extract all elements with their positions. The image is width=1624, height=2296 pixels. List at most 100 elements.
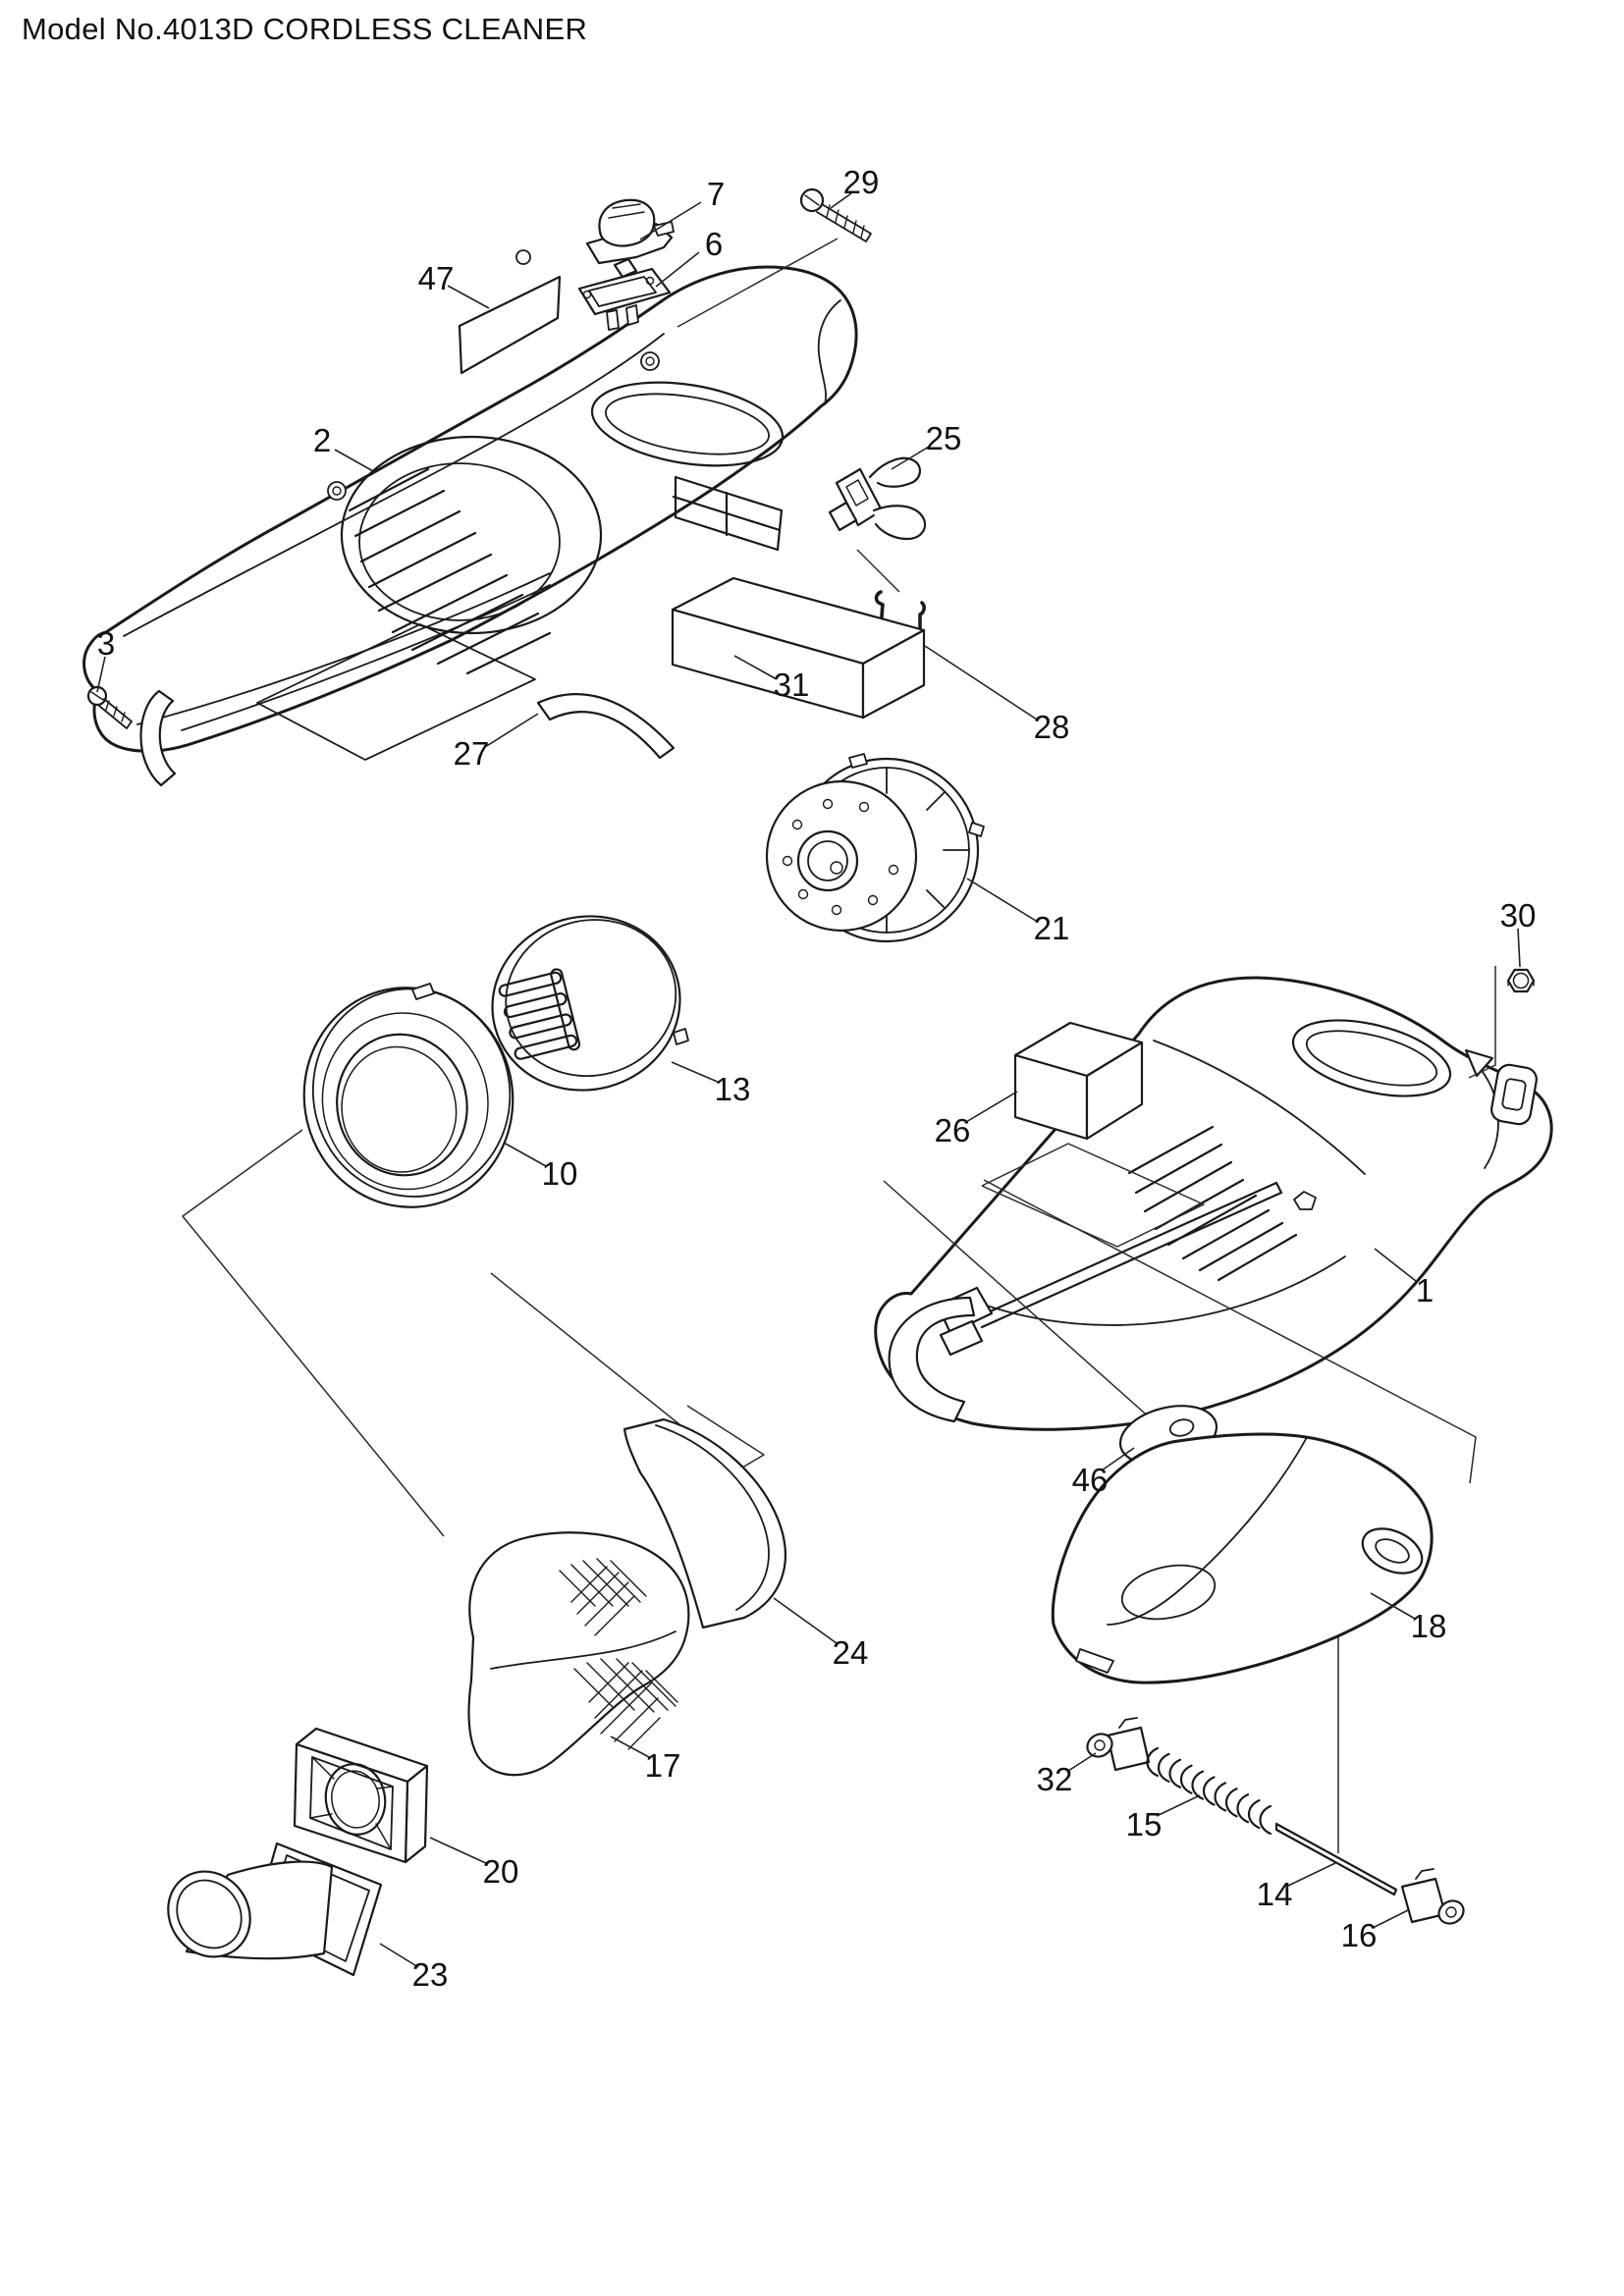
- leader-line-24: [773, 1597, 838, 1644]
- leader-line-7: [639, 201, 702, 240]
- name-plate: [458, 275, 562, 375]
- leader-line-18: [1370, 1592, 1416, 1620]
- fan-assembly: [765, 753, 985, 943]
- deflector-plate: [623, 1417, 786, 1629]
- upper-housing: [82, 249, 858, 787]
- part-label-24: 24: [833, 1634, 869, 1671]
- motor-cavity-outline: [340, 435, 603, 635]
- filter-grille: [498, 968, 581, 1060]
- leader-line-26: [965, 1091, 1018, 1123]
- part-label-25: 25: [926, 420, 962, 456]
- leader-line-27: [484, 713, 539, 748]
- leader-line-47: [447, 285, 490, 309]
- upper-front-mouth: [139, 689, 177, 787]
- lower-front-mouth: [888, 1296, 976, 1423]
- leader-line-13: [671, 1061, 721, 1084]
- keeper-clip: [1293, 1191, 1317, 1210]
- upper-housing-ribs: [672, 475, 784, 552]
- part-label-18: 18: [1411, 1608, 1447, 1644]
- leader-line-15: [1156, 1794, 1201, 1817]
- leader-line-32: [1067, 1752, 1097, 1772]
- leader-line-2: [334, 449, 374, 472]
- page-title: Model No.4013D CORDLESS CLEANER: [22, 12, 588, 46]
- part-label-13: 13: [715, 1071, 751, 1107]
- part-label-16: 16: [1341, 1917, 1378, 1953]
- part-label-7: 7: [707, 176, 725, 212]
- lower-housing: [874, 976, 1553, 1431]
- part-label-10: 10: [542, 1155, 578, 1192]
- leader-line-17: [610, 1735, 650, 1758]
- wire-holder: [828, 456, 927, 541]
- assembly-line: [983, 1179, 1477, 1484]
- assembly-line: [1468, 966, 1496, 1079]
- leader-line-29: [830, 192, 852, 209]
- filter-sponge: [1013, 1021, 1144, 1141]
- part-label-17: 17: [645, 1747, 681, 1784]
- part-label-21: 21: [1034, 910, 1070, 946]
- screw-3: [86, 685, 133, 729]
- leader-line-10: [503, 1142, 547, 1167]
- leader-line-25: [891, 446, 930, 470]
- assembly-line: [182, 1129, 445, 1537]
- part-label-26: 26: [935, 1112, 971, 1148]
- part-label-30: 30: [1500, 897, 1537, 934]
- leader-line-28: [924, 645, 1038, 721]
- assembly-line: [677, 238, 839, 328]
- upper-handle-opening: [590, 381, 785, 467]
- nut: [1506, 968, 1536, 993]
- leader-line-1: [1374, 1248, 1417, 1282]
- part-label-3: 3: [97, 625, 115, 662]
- leader-line-46: [1101, 1447, 1135, 1471]
- screw-29: [799, 187, 872, 242]
- switch: [577, 257, 672, 331]
- compression-spring: [1146, 1746, 1272, 1836]
- part-label-32: 32: [1037, 1761, 1073, 1797]
- part-label-31: 31: [774, 667, 810, 703]
- bag-mesh-patch-upper: [559, 1558, 647, 1636]
- lower-housing-vent-slats: [1127, 1125, 1298, 1282]
- suction-nozzle: [167, 1842, 383, 1977]
- assembly-line: [883, 1180, 1171, 1437]
- leader-line-23: [379, 1943, 419, 1968]
- filter-cover: [491, 915, 689, 1092]
- latch-dart: [1464, 1048, 1494, 1078]
- leader-line-30: [1517, 928, 1521, 968]
- leader-line-31: [733, 655, 778, 680]
- leader-line-21: [966, 878, 1037, 922]
- lower-handle-opening: [1291, 1019, 1452, 1097]
- part-label-14: 14: [1257, 1876, 1293, 1912]
- filter-ring: [302, 983, 514, 1208]
- latch-button-right: [1400, 1868, 1465, 1925]
- part-label-1: 1: [1416, 1272, 1434, 1308]
- bag-frame: [293, 1727, 429, 1864]
- fan-holes: [782, 798, 899, 916]
- dust-bag: [467, 1531, 690, 1777]
- part-label-29: 29: [843, 164, 880, 200]
- baffle-arc: [536, 693, 676, 760]
- leader-line-20: [429, 1837, 489, 1865]
- part-label-15: 15: [1126, 1806, 1163, 1842]
- leader-line-14: [1287, 1862, 1336, 1887]
- part-label-46: 46: [1072, 1462, 1109, 1498]
- part-label-6: 6: [705, 226, 723, 262]
- sponge-block-31: [671, 576, 926, 720]
- assembly-line: [981, 1143, 1205, 1248]
- assembly-line: [856, 549, 900, 593]
- part-label-23: 23: [412, 1956, 449, 1993]
- switch-button: [585, 198, 675, 265]
- leader-line-3: [96, 656, 106, 693]
- latch-button-left: [1086, 1717, 1151, 1772]
- latch-rod: [1274, 1822, 1398, 1896]
- part-label-28: 28: [1034, 709, 1070, 745]
- part-label-2: 2: [313, 422, 331, 458]
- front-cover: [1051, 1432, 1434, 1684]
- part-label-47: 47: [418, 260, 455, 296]
- bag-mesh-patch-lower: [573, 1658, 678, 1750]
- rear-latch-pocket: [1490, 1063, 1538, 1126]
- leader-line-6: [655, 251, 700, 288]
- part-label-20: 20: [483, 1853, 519, 1890]
- leader-line-16: [1372, 1909, 1409, 1929]
